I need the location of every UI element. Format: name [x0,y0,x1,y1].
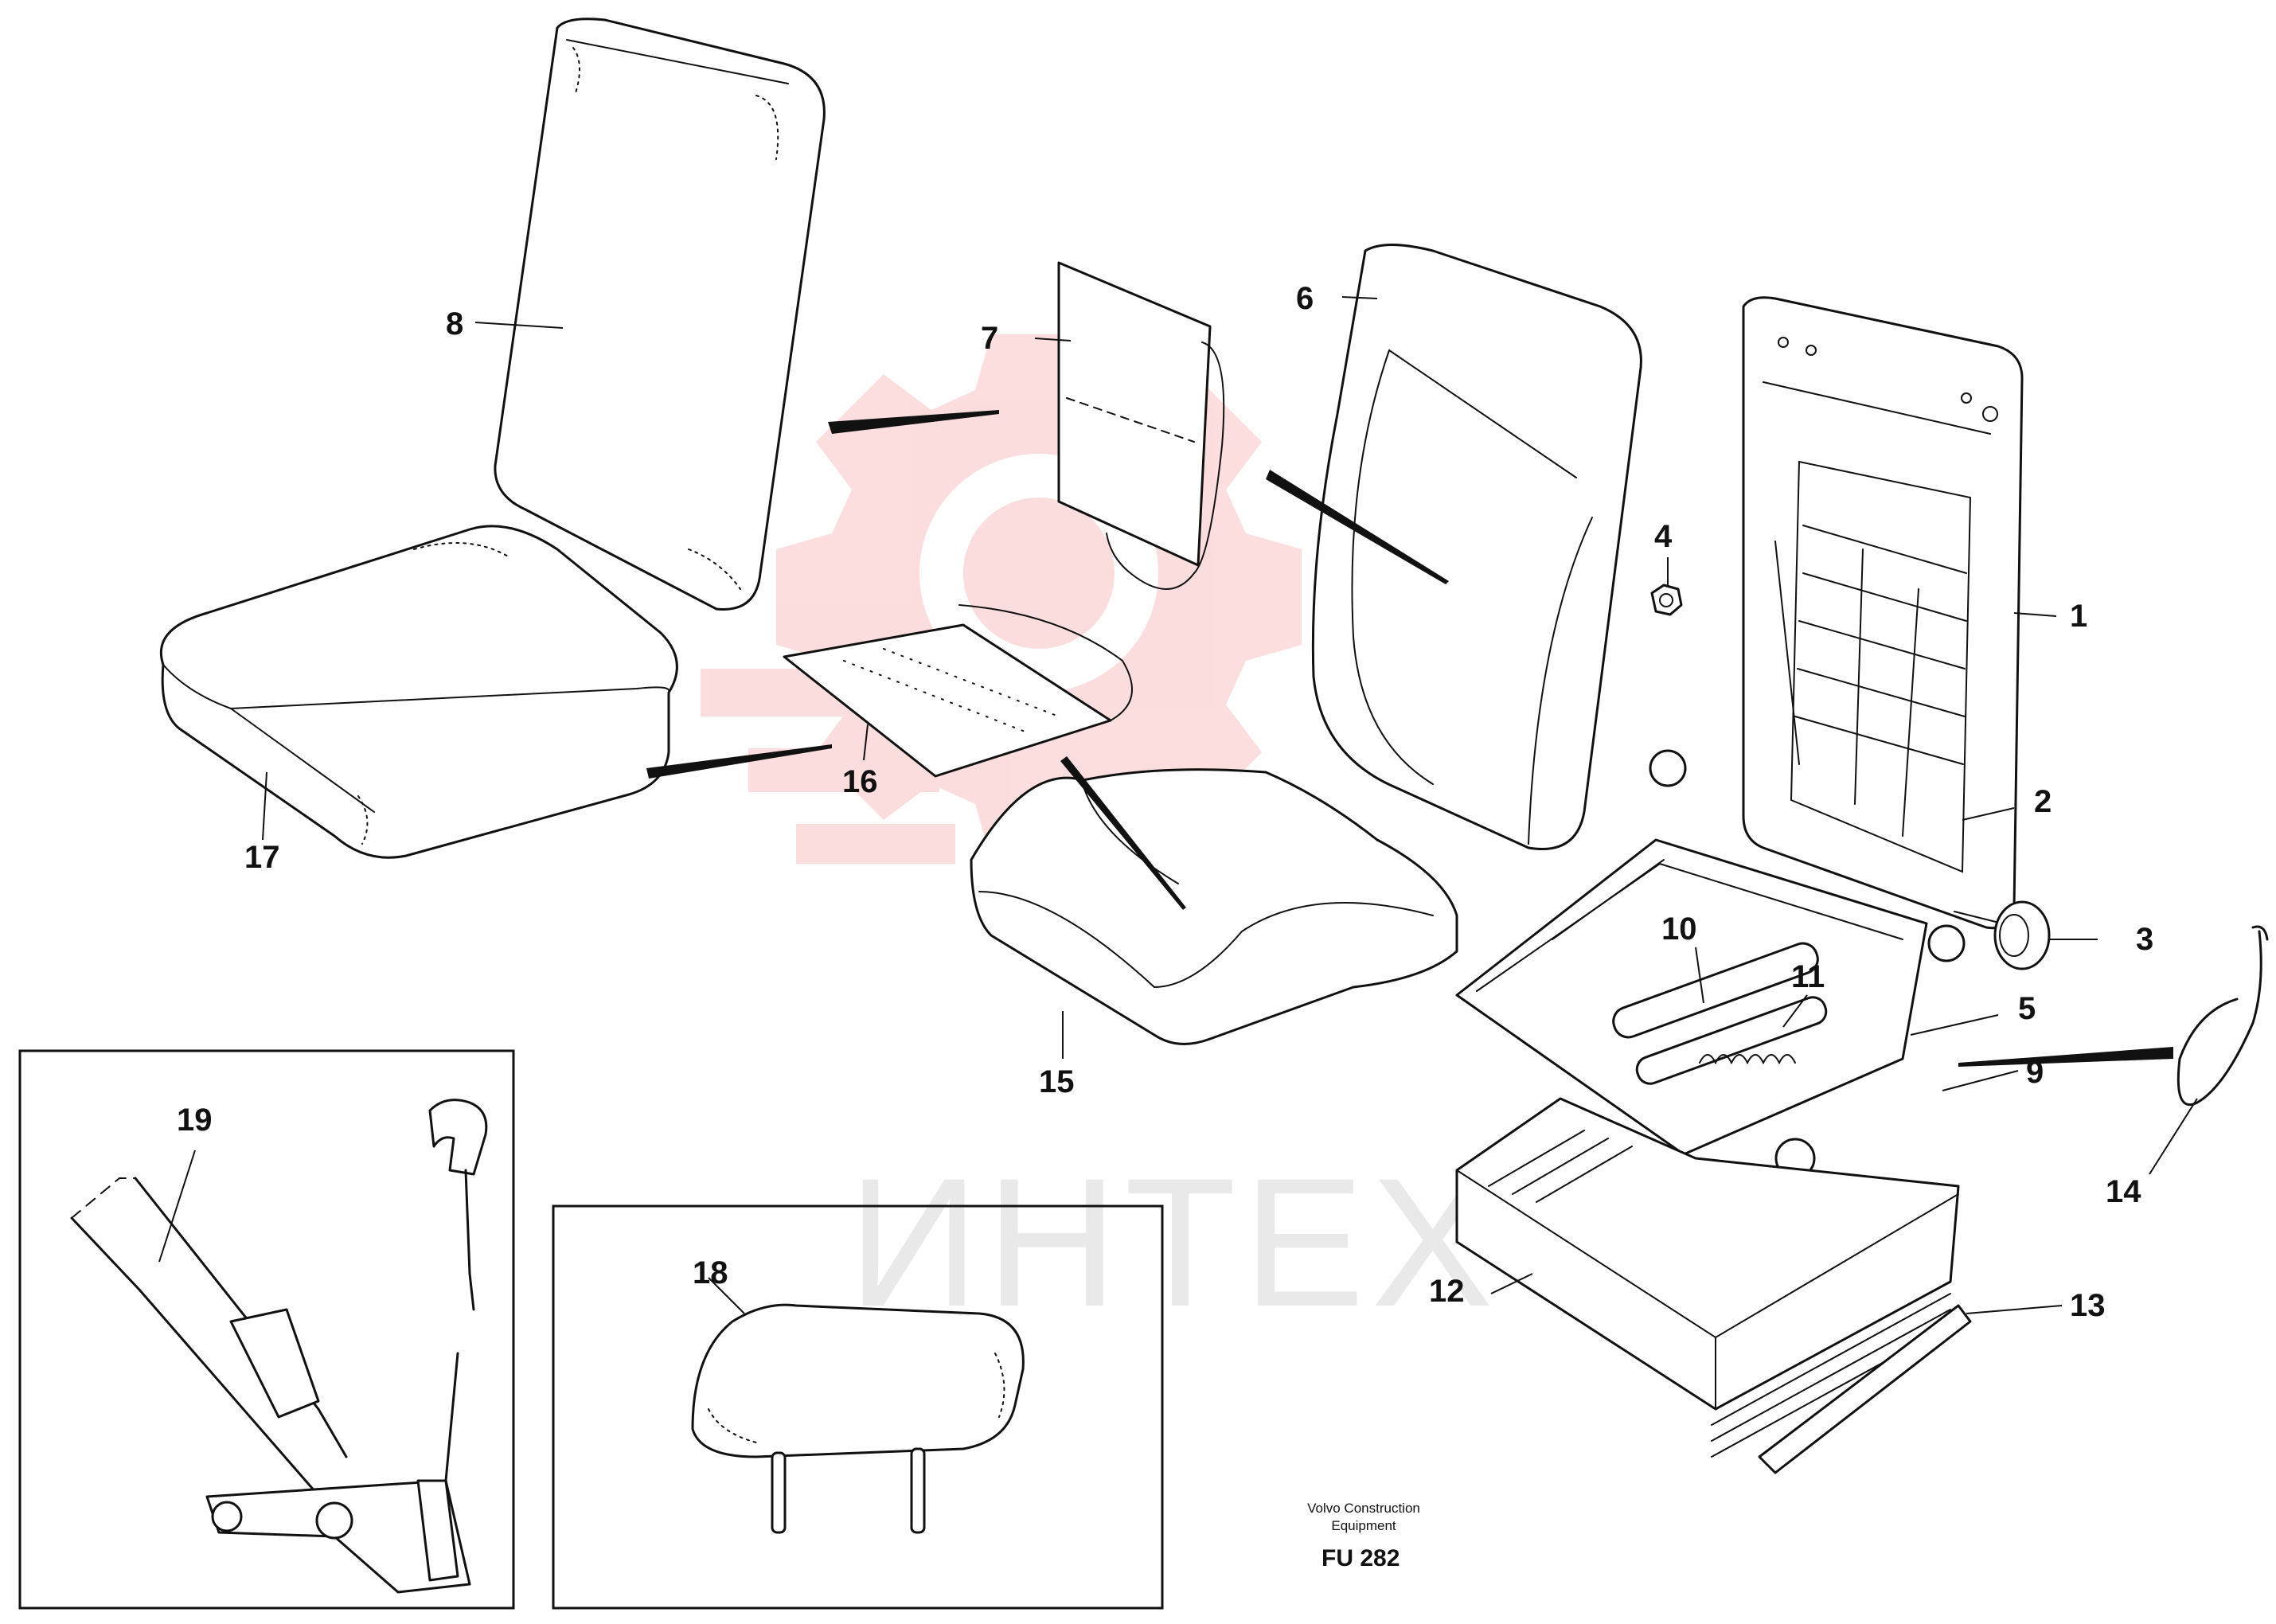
callout-19: 19 [177,1103,213,1138]
caption-line-1: Volvo Construction [1307,1501,1420,1516]
callout-3: 3 [2136,922,2153,957]
part-1-2-backrest-frame [1742,296,2024,930]
callout-14: 14 [2106,1174,2141,1209]
figure-id: FU 282 [1321,1545,1400,1571]
callout-12: 12 [1429,1274,1465,1309]
callout-7: 7 [981,321,998,356]
callout-labels: 1 2 3 4 5 6 7 8 9 10 11 12 13 14 15 16 1… [177,281,2153,1323]
callout-18: 18 [693,1255,728,1290]
leader-lines [158,296,2198,1314]
callout-10: 10 [1661,912,1697,947]
callout-2: 2 [2034,784,2052,819]
part-12-13-base [1455,1097,1972,1474]
callout-1: 1 [2070,599,2087,634]
callout-16: 16 [842,764,878,799]
watermark-text: ИНТЕХ [848,1140,1500,1345]
part-16-seat-heater [783,604,1133,778]
callout-15: 15 [1039,1064,1075,1099]
part-8-backrest-cushion [494,18,826,611]
callout-4: 4 [1654,519,1673,554]
callout-17: 17 [244,840,280,875]
callout-9: 9 [2026,1055,2044,1090]
part-7-backrest-heater [1057,261,1225,590]
inset-seat-belt [18,1049,515,1610]
part-6-backrest-cover [1311,244,1642,850]
callout-11: 11 [1791,959,1825,994]
part-15-seat-cover [970,768,1458,1045]
callout-13: 13 [2070,1288,2106,1323]
callout-8: 8 [446,306,463,342]
part-17-seat-cushion [159,525,678,859]
callout-6: 6 [1296,281,1314,316]
part-4-nut [1650,584,1683,616]
figure-caption: Volvo Construction Equipment FU 282 [1307,1501,1420,1571]
part-3-knob [1954,900,2051,970]
seat-pan-suspension [1455,749,1966,1179]
callout-5: 5 [2018,991,2036,1026]
caption-line-2: Equipment [1331,1518,1396,1533]
part-14-cable-tie [2176,925,2269,1107]
pointer-wedges [646,410,2173,1067]
inset-headrest [552,1204,1164,1610]
